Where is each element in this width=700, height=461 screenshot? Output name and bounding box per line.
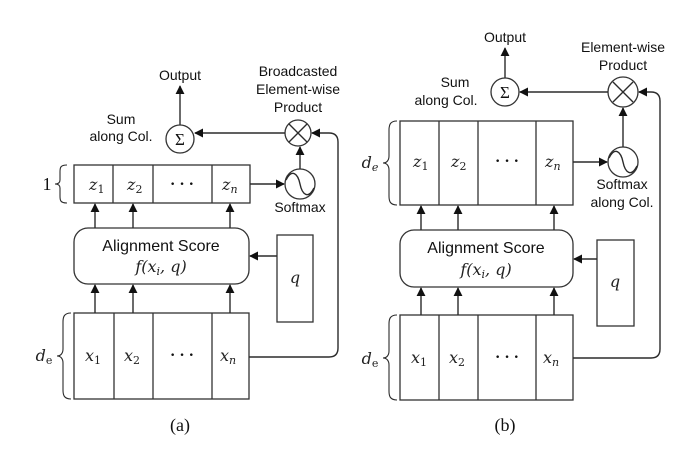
x-cell-2: x2 xyxy=(124,346,140,367)
panel-a: Output Σ Sum along Col. Broadcasted Elem… xyxy=(36,63,341,436)
softmax-node xyxy=(607,146,639,178)
product-label-line2: Product xyxy=(599,57,647,73)
output-label: Output xyxy=(484,29,526,45)
z-cell-n: zn xyxy=(544,152,561,173)
z-cell-1: z1 xyxy=(88,175,104,196)
sigma-icon: Σ xyxy=(500,83,510,102)
x-cell-ellipsis: · · · xyxy=(495,349,519,366)
sine-wave-icon xyxy=(608,150,638,174)
times-icon xyxy=(612,81,634,103)
brace-icon xyxy=(382,120,398,206)
z-cell-2: z2 xyxy=(126,175,142,196)
query-box xyxy=(276,234,314,323)
panel-b: Output Σ Sum along Col. Element-wise Pro… xyxy=(362,29,666,436)
x-row-box xyxy=(399,314,574,401)
z-cell-2: z2 xyxy=(450,152,466,173)
query-label: q xyxy=(610,272,620,291)
sine-wave-icon xyxy=(285,172,315,196)
x-to-product-feedback-arrow xyxy=(249,128,339,358)
x-row: x1 x2 · · · xn xyxy=(399,314,574,401)
query-label: q xyxy=(290,268,300,287)
softmax-label-line2: along Col. xyxy=(590,194,653,210)
softmax-label: Softmax xyxy=(274,199,325,215)
sigma-icon: Σ xyxy=(175,130,185,149)
softmax-label-line1: Softmax xyxy=(596,176,647,192)
z-cell-1: z1 xyxy=(412,152,428,173)
x-row-brace-label: de xyxy=(36,346,53,367)
sum-label-line2: along Col. xyxy=(89,128,152,144)
alignment-box-rect xyxy=(73,227,250,285)
x-cell-ellipsis: · · · xyxy=(170,347,194,364)
product-label-line1: Broadcasted xyxy=(259,63,338,79)
alignment-title: Alignment Score xyxy=(102,238,219,255)
x-cell-n: xn xyxy=(220,346,236,367)
brace-icon xyxy=(382,314,398,401)
x-cell-1: x1 xyxy=(85,346,101,367)
z-cell-ellipsis: · · · xyxy=(170,176,194,193)
z-row-brace-label: de xyxy=(362,153,379,174)
z-row-box xyxy=(399,120,574,206)
x-row-brace-label: de xyxy=(362,349,379,370)
z-row-box xyxy=(73,164,251,204)
x-row-box xyxy=(73,312,250,400)
alignment-score-box: Alignment Score f(xi, q) xyxy=(399,229,574,288)
z-row: z1 z2 · · · zn xyxy=(73,164,251,204)
softmax-node xyxy=(284,168,316,200)
query-box xyxy=(596,239,635,327)
panel-b-caption: (b) xyxy=(495,415,516,436)
sum-label-line1: Sum xyxy=(441,74,470,90)
times-icon xyxy=(288,123,308,143)
sum-node: Σ xyxy=(165,124,195,154)
product-node xyxy=(607,76,639,108)
brace-icon xyxy=(54,164,68,204)
sum-circle-icon xyxy=(490,77,520,107)
alignment-title: Alignment Score xyxy=(427,240,544,257)
x-cell-n: xn xyxy=(543,348,559,369)
x-row: x1 x2 · · · xn xyxy=(73,312,250,400)
alignment-box-rect xyxy=(399,229,574,288)
sum-label-line1: Sum xyxy=(107,111,136,127)
x-cell-1: x1 xyxy=(411,348,427,369)
output-label: Output xyxy=(159,67,201,83)
z-row-brace-label: 1 xyxy=(43,174,52,194)
x-to-product-feedback-arrow xyxy=(573,87,661,359)
alignment-formula: f(xi, q) xyxy=(459,260,511,281)
z-row: z1 z2 · · · zn xyxy=(399,120,574,206)
alignment-formula: f(xi, q) xyxy=(134,257,186,278)
brace-icon xyxy=(56,312,72,400)
sum-label-line2: along Col. xyxy=(414,92,477,108)
product-label-line2: Element-wise xyxy=(256,81,340,97)
product-node xyxy=(284,119,312,147)
sum-circle-icon xyxy=(165,124,195,154)
alignment-score-box: Alignment Score f(xi, q) xyxy=(73,227,250,285)
product-label-line1: Element-wise xyxy=(581,39,665,55)
z-cell-ellipsis: · · · xyxy=(495,153,519,170)
x-cell-2: x2 xyxy=(449,348,465,369)
sum-node: Σ xyxy=(490,77,520,107)
panel-a-caption: (a) xyxy=(170,415,190,436)
z-cell-n: zn xyxy=(221,175,238,196)
product-label-line3: Product xyxy=(274,99,322,115)
